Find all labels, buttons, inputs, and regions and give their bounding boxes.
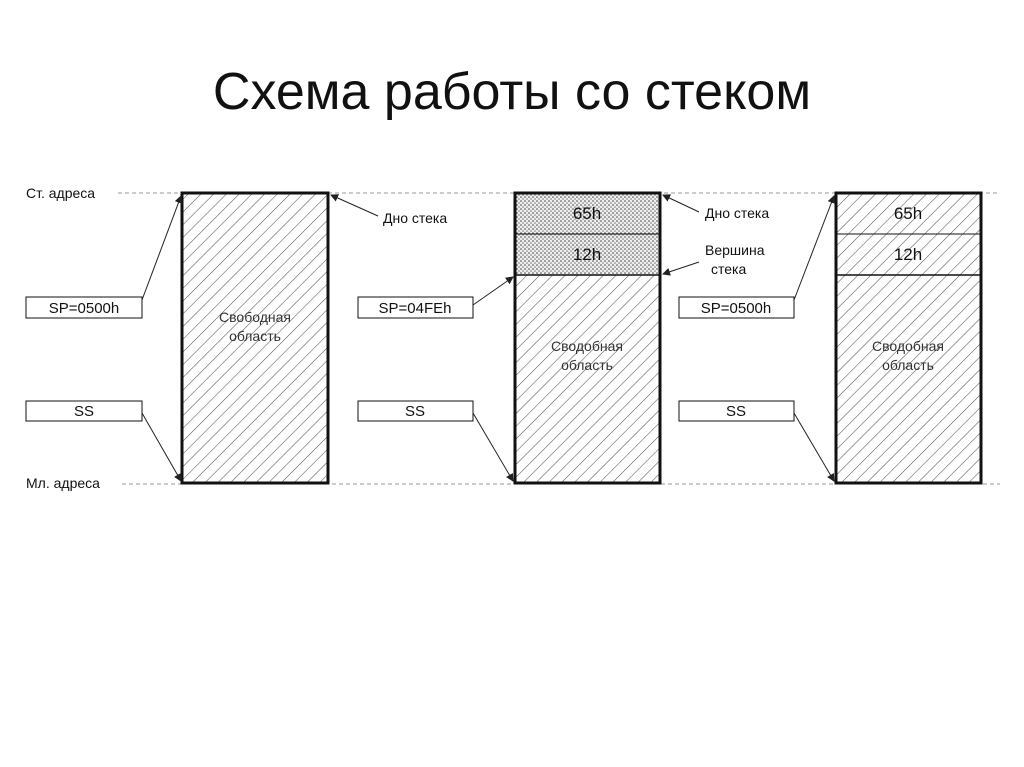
ss-register-label: SS [726, 403, 746, 420]
free-area [515, 275, 660, 483]
sp-pointer-arrow [472, 276, 514, 306]
stack-top-label-line2: стека [711, 261, 746, 277]
stack-top-label-line1: Вершина [705, 242, 765, 258]
ss-pointer-arrow [793, 412, 835, 482]
stack-column [513, 191, 662, 485]
stack-top-arrow [662, 261, 700, 276]
stack-bottom-label: Дно стека [705, 205, 769, 221]
cell-value-12h: 12h [894, 245, 922, 264]
free-area-label-line1: Сводобная [872, 338, 944, 354]
sp-pointer-arrow [141, 195, 183, 301]
ss-pointer-arrow [141, 412, 182, 482]
free-area-label-line2: область [882, 357, 934, 373]
ss-register-box [357, 400, 474, 422]
stack-column [834, 191, 983, 485]
stack-bottom-label: Дно стека [383, 210, 447, 226]
addr-high-label: Ст. адреса [26, 185, 95, 201]
stage-2: 65h 12h Сводобная область SP=04FEh SS Дн… [357, 191, 769, 485]
sp-register-box [678, 296, 795, 319]
sp-register-value: SP=04FEh [379, 300, 452, 317]
page-title: Схема работы со стеком [212, 63, 812, 121]
stack-bottom-arrow [330, 194, 379, 217]
free-area-label-line2: область [229, 328, 281, 344]
sp-register-value: SP=0500h [49, 300, 119, 317]
ss-pointer-arrow [472, 412, 514, 482]
stage-1: Свободная область SP=0500h SS Дно стека [25, 191, 447, 485]
ss-register-box [25, 400, 143, 422]
stack-column [180, 191, 330, 485]
sp-register-box [357, 296, 474, 319]
ss-register-label: SS [74, 403, 94, 420]
ss-register-box [678, 400, 795, 422]
free-area-label-line2: область [561, 357, 613, 373]
addr-low-label: Мл. адреса [26, 475, 100, 491]
cell-value-65h: 65h [894, 204, 922, 223]
cell-value-65h: 65h [573, 204, 601, 223]
free-area-label-line1: Сводобная [551, 338, 623, 354]
stage-3: 65h 12h Сводобная область SP=0500h SS [678, 191, 983, 485]
sp-pointer-arrow [793, 195, 836, 301]
sp-register-box [25, 296, 143, 319]
sp-register-value: SP=0500h [701, 300, 771, 317]
ss-register-label: SS [405, 403, 425, 420]
free-area-label-line1: Свободная [219, 309, 291, 325]
cell-value-12h: 12h [573, 245, 601, 264]
stack-bottom-arrow [662, 194, 700, 213]
